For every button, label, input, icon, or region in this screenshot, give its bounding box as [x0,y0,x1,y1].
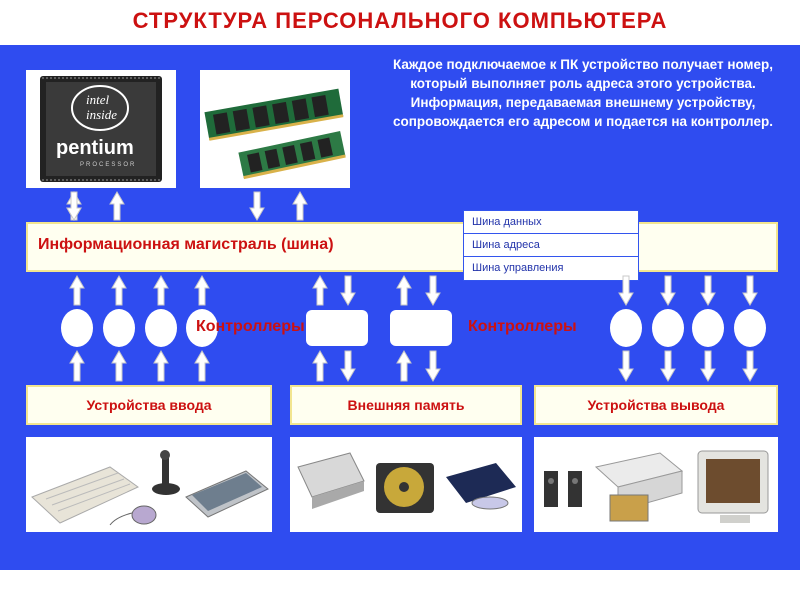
cpu-inside-text: inside [86,107,117,122]
external-memory-box: Внешняя память [290,385,522,425]
arrow-up [153,275,169,306]
legend-address-bus: Шина адреса [464,234,638,257]
controller-oval [610,309,642,347]
arrow-down [660,350,676,382]
hard-disk-icon [376,463,434,513]
bus-label: Информационная магистраль (шина) [38,236,334,253]
floppy-drive-icon [297,452,365,509]
storage-controller [390,310,452,346]
arrow-down [618,275,634,306]
controller-oval [145,309,177,347]
storage-devices-picture [290,437,522,532]
cpu-intel-text: intel [86,92,109,107]
arrow-down [340,350,356,382]
cpu-brand-text: pentium [56,137,134,159]
arrow-up [194,275,210,306]
controller-oval [186,309,218,347]
controllers-label-left: Контроллеры [196,318,305,335]
speaker-icon [544,471,582,507]
arrow-down [742,275,758,306]
arrow-up [153,350,169,382]
arrow-up [111,275,127,306]
arrow-up [396,275,412,306]
output-devices-picture [534,437,778,532]
arrow-up [194,350,210,382]
monitor-icon [697,450,769,523]
arrow-down [700,275,716,306]
addressing-note: Каждое подключаемое к ПК устройство полу… [392,57,774,129]
arrow-up [292,191,308,221]
cpu-chip-icon: intel inside pentium PROCESSOR [40,76,162,182]
arrow-down [700,350,716,382]
arrow-down [660,275,676,306]
arrow-up [312,275,328,306]
arrow-down [618,350,634,382]
arrow-down [425,275,441,306]
diagram-title: СТРУКТУРА ПЕРСОНАЛЬНОГО КОМПЬЮТЕРА [132,8,668,33]
storage-controller [306,310,368,346]
mouse-icon [109,505,157,526]
input-devices-picture [26,437,272,532]
arrow-up [312,350,328,382]
arrow-down [742,350,758,382]
output-devices-box: Устройства вывода [534,385,778,425]
joystick-icon [152,450,180,495]
cpu-sub-text: PROCESSOR [80,162,136,168]
controller-oval [61,309,93,347]
arrow-up [396,350,412,382]
arrow-up [109,191,125,221]
arrow-down [66,191,82,221]
arrow-down [249,191,265,221]
arrow-down [425,350,441,382]
controllers-label-right: Контроллеры [468,318,577,335]
controller-oval [734,309,766,347]
arrow-up [69,350,85,382]
printer-icon [594,452,684,522]
cpu-picture: intel inside pentium PROCESSOR [26,70,176,188]
bus-legend: Шина данных Шина адреса Шина управления [463,210,639,281]
input-devices-box: Устройства ввода [26,385,272,425]
keyboard-icon [31,466,139,524]
arrow-up [111,350,127,382]
ram-module-icon [204,88,346,180]
cd-drive-icon [446,463,516,510]
controller-oval [103,309,135,347]
ram-picture [200,70,350,188]
legend-data-bus: Шина данных [464,211,638,234]
arrow-up [69,275,85,306]
controller-oval [692,309,724,347]
scanner-icon [185,470,269,518]
information-bus [26,222,778,272]
arrow-down [340,275,356,306]
controller-oval [652,309,684,347]
legend-control-bus: Шина управления [472,262,564,274]
